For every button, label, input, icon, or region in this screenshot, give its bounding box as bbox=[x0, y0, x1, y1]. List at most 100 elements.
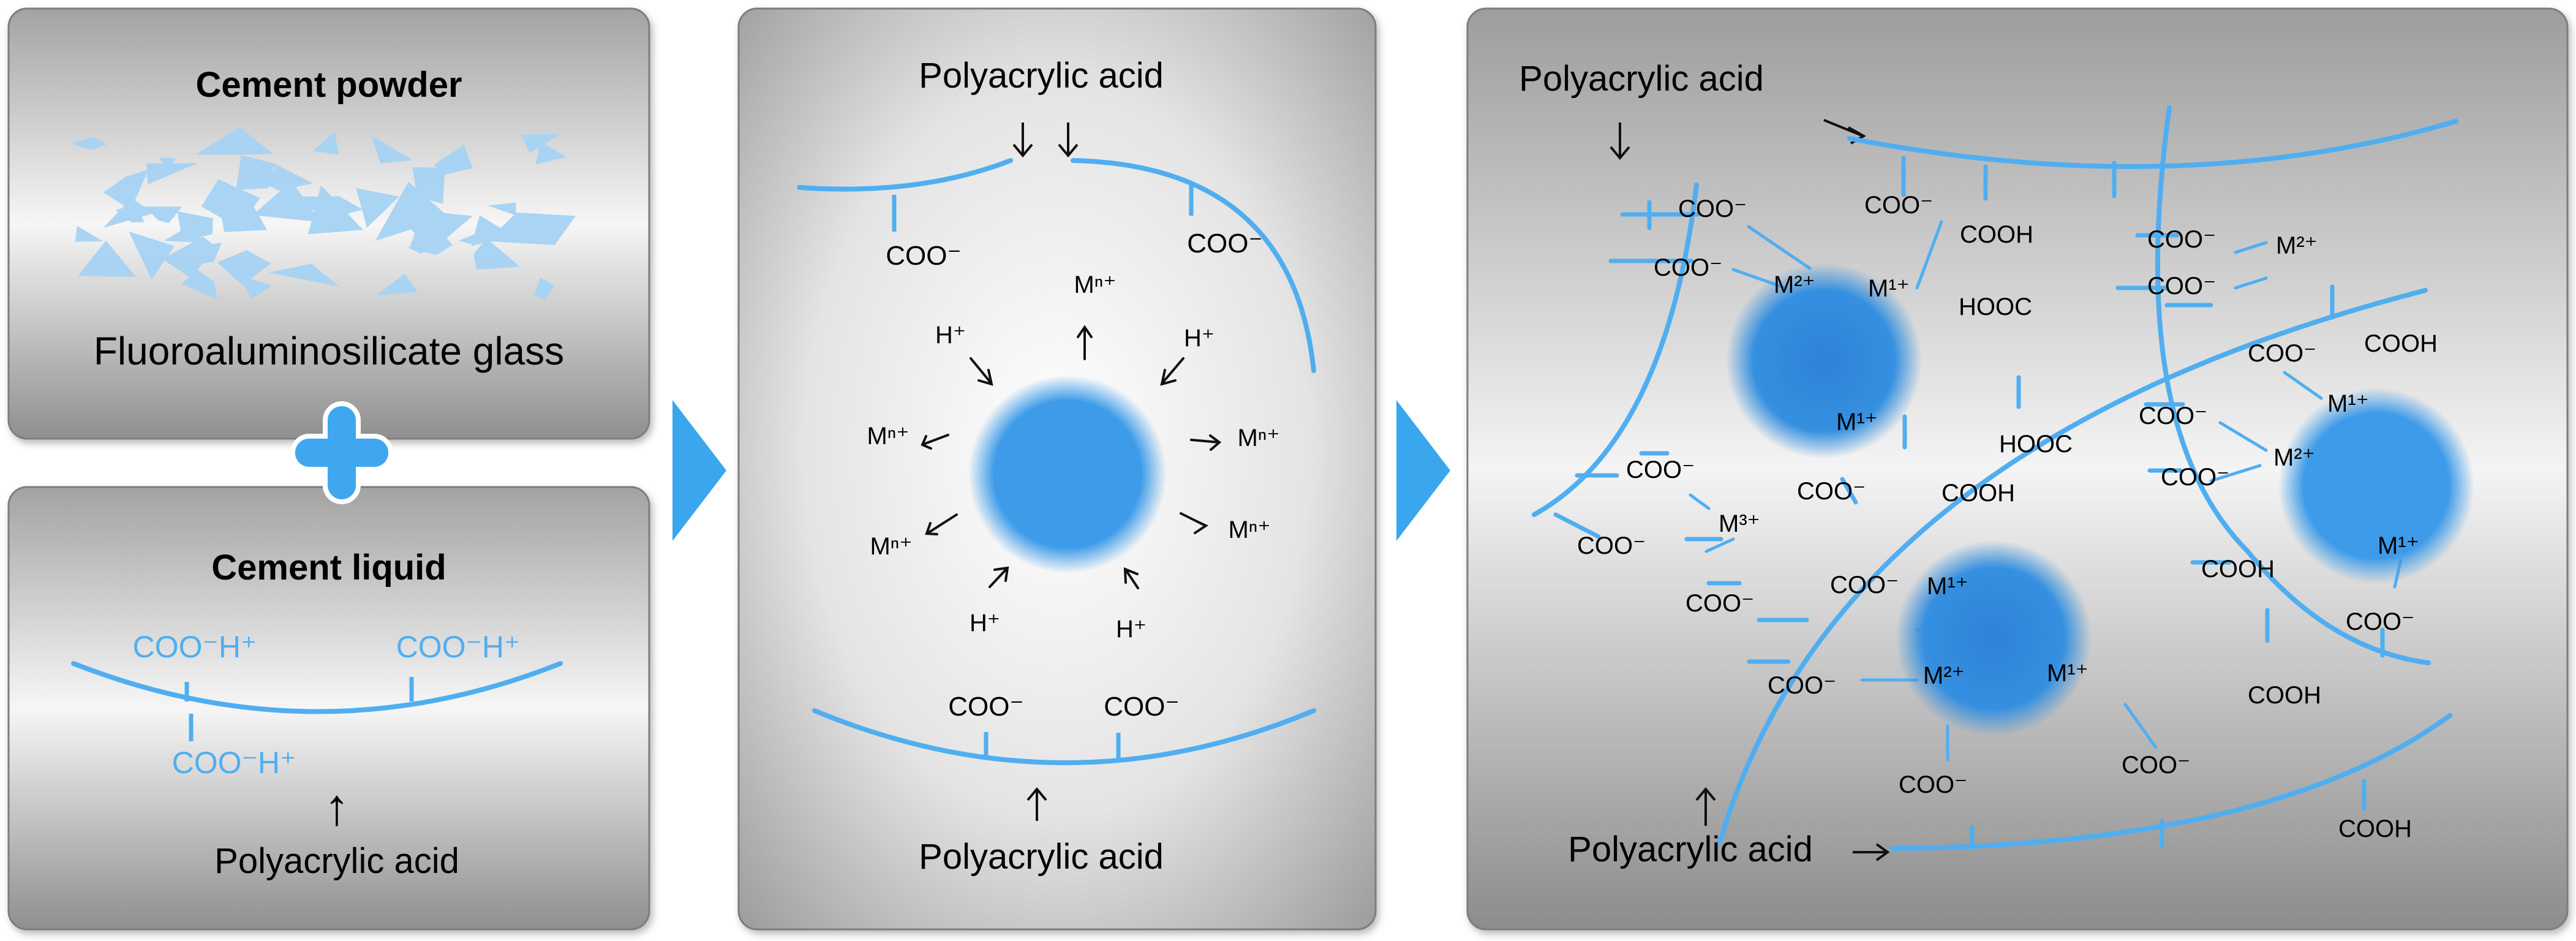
polyacrylic-chain bbox=[812, 708, 1316, 765]
polyacrylic-chain bbox=[71, 661, 563, 714]
glass-shard bbox=[164, 220, 200, 243]
glass-shard bbox=[249, 169, 293, 194]
carboxylate-label: COO⁻ bbox=[1864, 192, 1933, 219]
carboxylate-label: COO⁻ bbox=[2147, 273, 2216, 300]
cement-powder-panel: Cement powder Fluoroaluminosilicate glas… bbox=[7, 7, 650, 440]
coordination-bonds bbox=[1689, 220, 2403, 761]
glass-shard bbox=[434, 145, 473, 175]
carboxyl-label: COO⁻H⁺ bbox=[172, 746, 296, 780]
up-arrow bbox=[1026, 787, 1047, 821]
polyacrylic-acid-label: Polyacrylic acid bbox=[919, 837, 1164, 877]
hooc-label: HOOC bbox=[1959, 293, 2032, 320]
polyacrylic-acid-label: Polyacrylic acid bbox=[214, 841, 459, 881]
down-arrow bbox=[1610, 123, 1630, 161]
carboxylate-label: COO⁻ bbox=[1187, 229, 1262, 259]
glass-shard bbox=[535, 142, 567, 165]
metal-ion-label: Mⁿ⁺ bbox=[1237, 425, 1279, 452]
glass-particle bbox=[2278, 388, 2474, 584]
carboxylate-label: COO⁻ bbox=[1830, 572, 1899, 599]
carboxylate-label: COO⁻ bbox=[1104, 692, 1179, 722]
polyacrylic-chain bbox=[1890, 713, 2452, 851]
metal-ion-label: Mⁿ⁺ bbox=[1228, 516, 1270, 543]
glass-shard bbox=[159, 157, 176, 171]
glass-shard bbox=[129, 231, 175, 280]
polyacrylic-chain bbox=[1071, 158, 1316, 373]
glass-shards bbox=[70, 127, 576, 300]
down-arrow bbox=[1012, 123, 1033, 158]
cooh-label: COOH bbox=[2248, 682, 2321, 709]
glass-shard bbox=[115, 205, 145, 222]
polyacrylic-chain bbox=[2155, 105, 2431, 665]
metal-ion-label: M²⁺ bbox=[1923, 662, 1965, 689]
cooh-label: COOH bbox=[1960, 221, 2033, 248]
glass-shard bbox=[471, 215, 513, 246]
reaction-panel: Polyacrylic acid COO⁻ COO⁻ Mⁿ⁺ H⁺ H⁺ Mⁿ⁺… bbox=[737, 7, 1377, 931]
chevron-right-icon bbox=[1396, 400, 1450, 541]
glass-shard bbox=[145, 206, 183, 224]
carboxylate-label: COO⁻ bbox=[1626, 456, 1695, 483]
carboxylate-label: COO⁻ bbox=[1678, 195, 1747, 222]
carboxylate-label: COO⁻ bbox=[1685, 590, 1754, 617]
right-arrow bbox=[1853, 843, 1890, 861]
polyacrylic-acid-label: Polyacrylic acid bbox=[919, 56, 1164, 96]
polyacrylic-chain bbox=[1847, 119, 2458, 169]
glass-shard bbox=[473, 238, 520, 270]
cooh-label: COOH bbox=[1941, 480, 2015, 507]
glass-shard bbox=[162, 236, 217, 278]
metal-ion-label: Mⁿ⁺ bbox=[1074, 271, 1116, 298]
proton-label: H⁺ bbox=[1184, 325, 1215, 352]
down-arrow bbox=[1058, 123, 1079, 158]
proton-label: H⁺ bbox=[970, 610, 1000, 637]
proton-label: H⁺ bbox=[935, 322, 966, 349]
polyacrylic-chain bbox=[797, 158, 1013, 192]
metal-ion-label: M¹⁺ bbox=[1927, 573, 1968, 600]
glass-shard bbox=[103, 170, 149, 210]
polymer-chains bbox=[1532, 105, 2458, 851]
cement-liquid-title: Cement liquid bbox=[211, 548, 446, 588]
proton-label: H⁺ bbox=[1116, 616, 1147, 643]
glass-shard bbox=[488, 202, 516, 216]
glass-shard bbox=[70, 137, 107, 150]
carboxylate-labels: COO⁻ COO⁻ COO⁻ COO⁻ COO⁻ COO⁻ COO⁻ COO⁻ … bbox=[1577, 192, 2414, 798]
metal-ion-label: Mⁿ⁺ bbox=[867, 423, 909, 450]
up-arrow bbox=[1695, 787, 1716, 826]
glass-shard bbox=[297, 196, 363, 220]
polyacrylic-acid-label: Polyacrylic acid bbox=[1519, 59, 1764, 99]
glass-shard bbox=[488, 212, 576, 246]
hooc-label: HOOC bbox=[1999, 431, 2073, 458]
network-panel-bg bbox=[1466, 7, 2569, 931]
carboxylate-label: COO⁻ bbox=[1797, 478, 1866, 505]
plus-icon bbox=[290, 401, 393, 504]
carboxylate-label: COO⁻ bbox=[2346, 608, 2414, 635]
metal-ion-label: Mⁿ⁺ bbox=[870, 533, 912, 560]
metal-ion-label: M¹⁺ bbox=[2327, 390, 2369, 417]
chevron-right-icon bbox=[672, 400, 726, 541]
polyacrylic-chain bbox=[1532, 183, 1699, 517]
carboxylate-label: COO⁻ bbox=[1768, 672, 1836, 699]
carboxylate-label: COO⁻ bbox=[2147, 226, 2216, 253]
glass-particle bbox=[1896, 540, 2092, 736]
carboxylate-label: COO⁻ bbox=[1577, 532, 1646, 559]
glass-shard bbox=[268, 263, 340, 287]
glass-shard bbox=[252, 181, 320, 222]
carboxyl-label: COO⁻H⁺ bbox=[396, 630, 521, 664]
glass-shard bbox=[75, 225, 103, 242]
metal-ion-label: M¹⁺ bbox=[1868, 275, 1910, 302]
cement-liquid-panel: Cement liquid COO⁻H⁺ COO⁻H⁺ COO⁻H⁺ ↑ Pol… bbox=[7, 486, 650, 931]
metal-ion-labels: M²⁺ M¹⁺ M¹⁺ M³⁺ M²⁺ M¹⁺ M²⁺ M¹⁺ M¹⁺ M²⁺ … bbox=[1719, 232, 2419, 689]
glass-shard bbox=[534, 278, 555, 300]
up-arrow: ↑ bbox=[324, 778, 350, 836]
network-panel: Polyacrylic acid bbox=[1466, 7, 2569, 931]
cooh-label: COOH bbox=[2338, 815, 2412, 842]
carboxylate-label: COO⁻ bbox=[948, 692, 1023, 722]
carboxylate-label: COO⁻ bbox=[2139, 402, 2207, 429]
glass-label: Fluoroaluminosilicate glass bbox=[94, 329, 564, 373]
glass-shard bbox=[395, 208, 473, 253]
glass-particle bbox=[968, 375, 1167, 573]
reaction-arrows bbox=[921, 325, 1222, 589]
metal-ion-label: M²⁺ bbox=[1774, 271, 1815, 298]
metal-ion-label: M³⁺ bbox=[1719, 510, 1760, 537]
glass-shard bbox=[459, 233, 476, 246]
polyacrylic-chain bbox=[1717, 288, 2428, 845]
